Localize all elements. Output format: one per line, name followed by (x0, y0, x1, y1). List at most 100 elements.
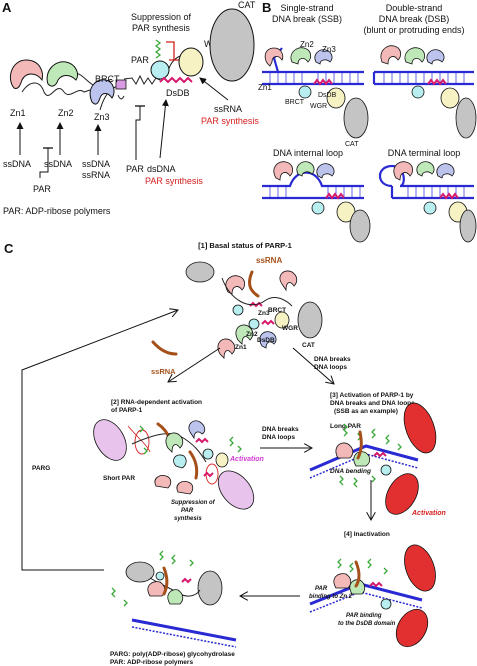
s1-zn1-label: Zn1 (235, 344, 247, 351)
dsb-wgr (440, 87, 460, 109)
par-chain-a (154, 39, 162, 59)
ssb-dna-rungs (269, 72, 359, 84)
ssb-dsdb (313, 78, 333, 86)
f-dna-top (131, 618, 237, 642)
s1-zn3 (259, 331, 277, 349)
s1-linker (221, 277, 293, 307)
panel-b: B Single-strand DNA break (SSB) Double-s… (258, 0, 477, 243)
final-illustration (111, 550, 237, 648)
s2-zn3 (188, 420, 206, 440)
s4-par (337, 558, 388, 575)
s1-cat-label: CAT (302, 342, 315, 349)
ssb-zn3-label: Zn3 (322, 45, 336, 54)
s1-zn1-top (225, 275, 246, 295)
terminal-zn2 (416, 161, 435, 177)
parg-label: PARG (32, 465, 50, 472)
s2-brct (202, 448, 214, 460)
ssrna-top: ssRNA (256, 256, 282, 265)
f-brct (155, 571, 165, 581)
s2-cat-right (217, 470, 255, 510)
s2-dsdb (195, 437, 209, 444)
step2-line2: of PARP-1 (111, 407, 143, 414)
s1-brct (248, 318, 260, 330)
zn3-binder-l2: ssRNA (82, 170, 110, 180)
ssb-cat-label: CAT (345, 141, 359, 148)
f-zn2 (167, 589, 184, 605)
par-dsdb-line1: PAR binding (346, 613, 382, 619)
internal-cat (349, 209, 371, 243)
s1-zn3-label: Zn3 (258, 310, 270, 317)
linker-zn1-zn2 (21, 82, 91, 96)
internal-loop-rungs (269, 186, 361, 198)
s4-cat-top (404, 544, 436, 592)
ssb-brct (298, 85, 312, 99)
ssb-zn1-label: Zn1 (258, 83, 272, 92)
s1-zn2-label: Zn2 (246, 331, 258, 338)
brct-circle-a (150, 60, 170, 80)
terminal-zn3 (436, 163, 455, 179)
f-cat (197, 570, 223, 606)
internal-zn1 (273, 161, 294, 181)
step3-line2: DNA breaks and DNA loops (330, 400, 415, 407)
zn3-label: Zn3 (94, 112, 110, 122)
footnote-c1: PARG: poly(ADP-ribose) glycohydrolase (110, 651, 235, 658)
s1-cat-top (185, 261, 215, 283)
panel-b-letter: B (262, 0, 271, 15)
ssrna-left-strand (151, 340, 178, 356)
ssb-dna (262, 70, 364, 86)
dsdb-label-a: DsDB (166, 88, 190, 98)
wgr-synthesis: PAR synthesis (201, 116, 259, 126)
dsb-zn1 (380, 45, 402, 65)
step2-line1: [2] RNA-dependent activation (111, 399, 202, 406)
step2-illustration (93, 419, 255, 510)
par-zn2-line2: binding to Zn 2 (309, 594, 353, 600)
s2-zn1 (154, 475, 172, 489)
dsb-zn3 (426, 49, 445, 65)
s3-dna-top (309, 444, 419, 472)
ssb-zn1 (264, 47, 284, 67)
s4-brct (380, 598, 392, 610)
s1-zn-right (279, 270, 298, 292)
inhibit-dsdb-par (135, 105, 145, 160)
dsb-zn2 (404, 47, 426, 65)
s1-dsdb-top (249, 301, 263, 308)
activation-mag: Activation (229, 456, 264, 463)
s1-rna (248, 270, 260, 298)
parg-return-arrow (21, 310, 178, 571)
s2-zn2 (165, 432, 184, 453)
arrow-1-to-3 (292, 347, 334, 384)
panel-a-footnote: PAR: ADP-ribose polymers (3, 206, 111, 216)
ssb-line2: DNA break (SSB) (272, 14, 342, 24)
suppression-line2: PAR synthesis (132, 23, 190, 33)
s1-wgr (274, 311, 290, 329)
f-zn1 (147, 581, 166, 597)
f-rna (162, 566, 169, 596)
ssb-cat (343, 97, 369, 139)
internal-loop-label: DNA internal loop (273, 148, 343, 158)
dsb-illustration (372, 45, 477, 139)
s3-rna (356, 430, 363, 460)
step3-line1: [3] Activation of PARP-1 by (330, 392, 414, 399)
f-dna-bottom (131, 626, 237, 648)
zn1-domain (10, 59, 43, 89)
s2-cat-left (93, 419, 127, 461)
brct-box (115, 79, 127, 90)
dsb-brct (411, 85, 425, 99)
internal-dsdb (325, 192, 345, 200)
zn3-domain (89, 79, 115, 105)
dsdb-zigzag-a (159, 76, 193, 84)
dsdb-synthesis: PAR synthesis (145, 176, 203, 186)
panel-c: C [1] Basal status of PARP-1 ssRNA Zn3 B… (4, 241, 446, 666)
arrow-dsdb-dsdna (159, 99, 169, 159)
s1-wgr-label: WGR (282, 325, 298, 332)
ssb-dsdb-label: DsDB (318, 92, 337, 99)
s2-rna-2 (188, 450, 199, 480)
s1-dsdb-label: DsDB (257, 337, 275, 344)
s4-dsdb (369, 581, 383, 588)
s1-brct-top (232, 304, 244, 316)
step4-title: [4] Inactivation (344, 531, 390, 538)
f-par-left (111, 587, 128, 607)
step3-line3: (SSB as an example) (334, 408, 398, 415)
s2-dsdb-2 (203, 471, 214, 478)
ssb-brct-label: BRCT (285, 99, 305, 106)
